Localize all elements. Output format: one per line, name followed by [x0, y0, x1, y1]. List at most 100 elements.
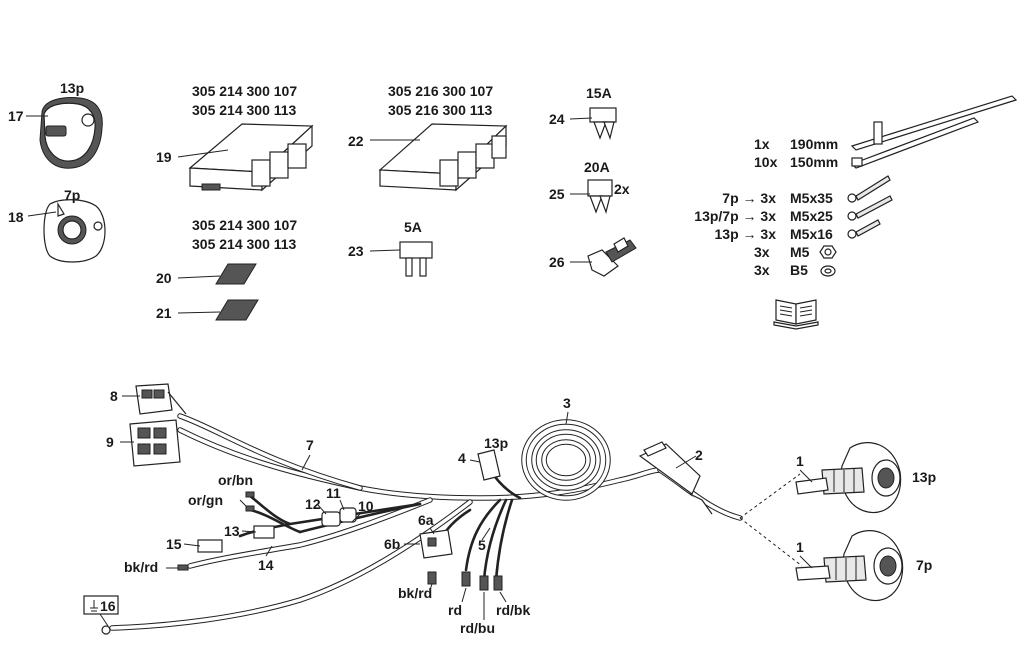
terminals-rd-group [461, 571, 503, 591]
tie-190mm-qty: 1x [754, 136, 770, 152]
wire-label-or-bn: or/bn [218, 472, 253, 488]
harness-label-15: 15 [166, 536, 182, 552]
screw-m5x35-use: 7p → 3x [722, 190, 776, 206]
harness-label-5: 5 [478, 537, 486, 553]
washer-size: B5 [790, 262, 808, 278]
nut-m5-icon [819, 245, 837, 259]
part-19-part-number-2: 305 214 300 113 [192, 102, 297, 118]
tie-150mm-size: 150mm [790, 154, 838, 170]
part-25-rating: 20A [584, 159, 610, 175]
harness-label-4-type: 13p [484, 435, 508, 451]
screw-m5x35-size: M5x35 [790, 190, 833, 206]
relay-part-12 [321, 511, 341, 527]
nut-size: M5 [790, 244, 810, 260]
cable-clip-part-26 [587, 237, 637, 277]
socket-13p-part-17 [39, 97, 103, 169]
connector-part-2 [638, 441, 713, 515]
wire-label-bk-rd-left: bk/rd [124, 559, 158, 575]
parts-20-21-part-number-1: 305 214 300 107 [192, 217, 297, 233]
harness-label-9: 9 [106, 434, 114, 450]
socket-7p-part-18 [43, 199, 106, 263]
part-19-part-number-1: 305 214 300 107 [192, 83, 297, 99]
connector-part-4 [477, 449, 501, 481]
harness-label-13: 13 [224, 523, 240, 539]
part-25-number: 25 [549, 186, 565, 202]
connector-part-8 [135, 383, 187, 415]
connector-part-6 [419, 529, 453, 559]
wire-label-rd-bu: rd/bu [460, 620, 495, 636]
part-17-number: 17 [8, 108, 24, 124]
part-17-type: 13p [60, 80, 84, 96]
screw-m5x25-use: 13p/7p → 3x [694, 208, 776, 224]
cable-tie-150mm [850, 117, 980, 169]
part-19-number: 19 [156, 149, 172, 165]
socket-13p-label: 13p [912, 469, 936, 485]
harness-label-4: 4 [458, 450, 466, 466]
harness-label-3: 3 [563, 395, 571, 411]
part-25-quantity: 2x [614, 181, 630, 197]
harness-label-6b: 6b [384, 536, 400, 552]
terminal-bk-rd-middle [427, 571, 437, 585]
screw-m5x16-size: M5x16 [790, 226, 833, 242]
adhesive-pad-part-20 [215, 263, 257, 285]
harness-label-16: 16 [100, 598, 116, 614]
harness-label-8: 8 [110, 388, 118, 404]
washer-qty: 3x [754, 262, 770, 278]
screw-m5x16-icon [847, 219, 881, 239]
part-22-number: 22 [348, 133, 364, 149]
wire-label-rd-bk: rd/bk [496, 602, 530, 618]
cable-tie-190mm [850, 95, 1018, 151]
control-module-part-19 [188, 123, 314, 192]
fuse-20a-part-25 [587, 179, 613, 215]
harness-label-1b: 1 [796, 539, 804, 555]
ground-ring-terminal [101, 625, 111, 635]
washer-b5-icon [820, 265, 836, 277]
part-18-number: 18 [8, 209, 24, 225]
instruction-manual-book-icon [773, 299, 819, 330]
part-21-number: 21 [156, 305, 172, 321]
socket-13p-mount [795, 442, 902, 514]
screw-m5x35-icon [847, 175, 891, 203]
tie-190mm-size: 190mm [790, 136, 838, 152]
part-24-rating: 15A [586, 85, 612, 101]
socket-7p-mount [795, 530, 904, 602]
fuse-15a-part-24 [589, 107, 617, 141]
part-24-number: 24 [549, 111, 565, 127]
screw-m5x16-use: 13p → 3x [715, 226, 777, 242]
harness-label-14: 14 [258, 557, 274, 573]
ground-label-16 [83, 595, 119, 615]
terminal-bk-rd-left [177, 564, 189, 571]
connector-part-15 [197, 539, 223, 553]
harness-label-2: 2 [695, 447, 703, 463]
terminal-or-gn [245, 505, 255, 512]
control-module-part-22 [378, 123, 508, 192]
part-23-number: 23 [348, 243, 364, 259]
harness-label-7: 7 [306, 437, 314, 453]
screw-m5x25-icon [847, 195, 893, 221]
part-26-number: 26 [549, 254, 565, 270]
fuse-5a-part-23 [399, 241, 433, 277]
harness-label-12: 12 [305, 496, 321, 512]
harness-label-6a: 6a [418, 512, 434, 528]
parts-20-21-part-number-2: 305 214 300 113 [192, 236, 297, 252]
wire-label-bk-rd-middle: bk/rd [398, 585, 432, 601]
nut-qty: 3x [754, 244, 770, 260]
tie-150mm-qty: 10x [754, 154, 778, 170]
part-20-number: 20 [156, 270, 172, 286]
part-22-part-number-1: 305 216 300 107 [388, 83, 493, 99]
connector-part-9 [129, 419, 181, 467]
harness-label-10: 10 [358, 498, 374, 514]
wire-label-or-gn: or/gn [188, 492, 223, 508]
adhesive-pad-part-21 [215, 299, 259, 321]
socket-7p-label: 7p [916, 557, 932, 573]
part-23-rating: 5A [404, 219, 422, 235]
part-18-type: 7p [64, 187, 80, 203]
wire-label-rd: rd [448, 602, 462, 618]
terminal-or-bn [245, 491, 255, 498]
part-22-part-number-2: 305 216 300 113 [388, 102, 493, 118]
harness-label-1a: 1 [796, 453, 804, 469]
relay-part-11 [339, 507, 357, 523]
screw-m5x25-size: M5x25 [790, 208, 833, 224]
harness-label-11: 11 [326, 485, 341, 501]
